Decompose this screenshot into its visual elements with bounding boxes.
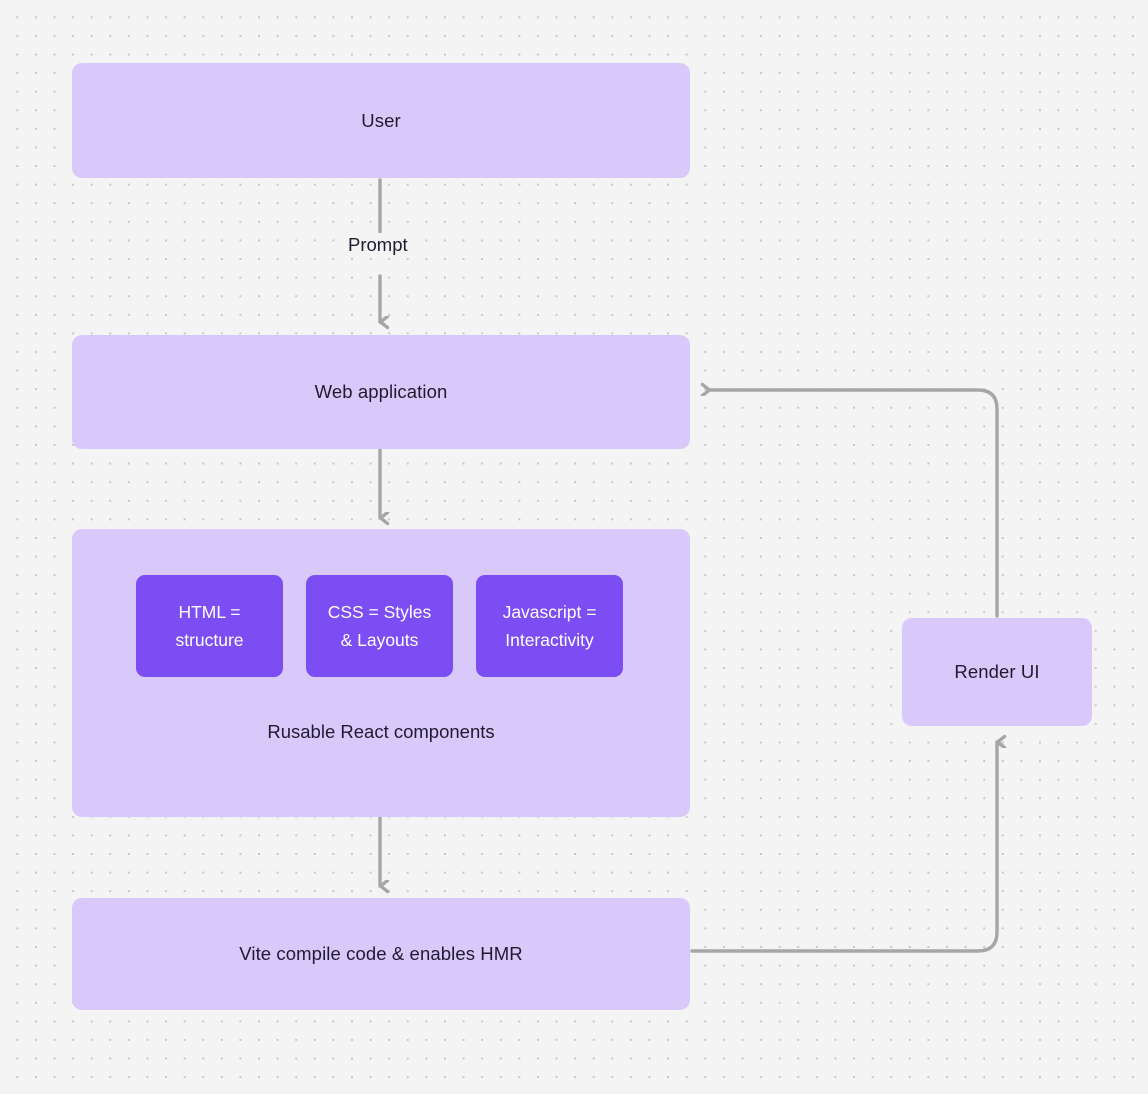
inner-box-css-line2: & Layouts <box>340 630 419 650</box>
inner-box-html[interactable]: HTML = structure <box>136 575 283 677</box>
node-vite[interactable]: Vite compile code & enables HMR <box>72 898 690 1010</box>
node-user-label: User <box>361 109 401 131</box>
edge-label-prompt-text: Prompt <box>348 234 408 255</box>
edge-vite-to-render <box>690 742 997 953</box>
node-render-ui[interactable]: Render UI <box>902 618 1092 726</box>
inner-box-javascript[interactable]: Javascript = Interactivity <box>476 575 623 677</box>
inner-box-html-line2: structure <box>175 630 244 650</box>
node-user[interactable]: User <box>72 63 690 178</box>
inner-box-html-label: HTML = structure <box>175 598 243 655</box>
inner-box-javascript-label: Javascript = Interactivity <box>503 598 597 655</box>
node-web-application[interactable]: Web application <box>72 335 690 449</box>
edge-render-to-web <box>710 390 999 618</box>
inner-box-css-label: CSS = Styles & Layouts <box>328 598 432 655</box>
inner-box-css-line1: CSS = Styles <box>327 601 432 622</box>
node-web-application-label: Web application <box>314 381 448 402</box>
inner-box-css[interactable]: CSS = Styles & Layouts <box>306 575 453 677</box>
node-components-label: Rusable React components <box>267 721 495 742</box>
node-components[interactable]: HTML = structure CSS = Styles & Layouts … <box>72 529 690 817</box>
edge-label-prompt: Prompt <box>341 233 415 257</box>
inner-box-javascript-line2: Interactivity <box>505 630 594 650</box>
inner-box-row: HTML = structure CSS = Styles & Layouts … <box>136 575 623 677</box>
inner-box-html-line1: HTML = <box>178 601 241 622</box>
inner-box-javascript-line1: Javascript = <box>502 601 597 622</box>
node-vite-label: Vite compile code & enables HMR <box>239 943 523 964</box>
node-render-ui-label: Render UI <box>954 661 1040 682</box>
